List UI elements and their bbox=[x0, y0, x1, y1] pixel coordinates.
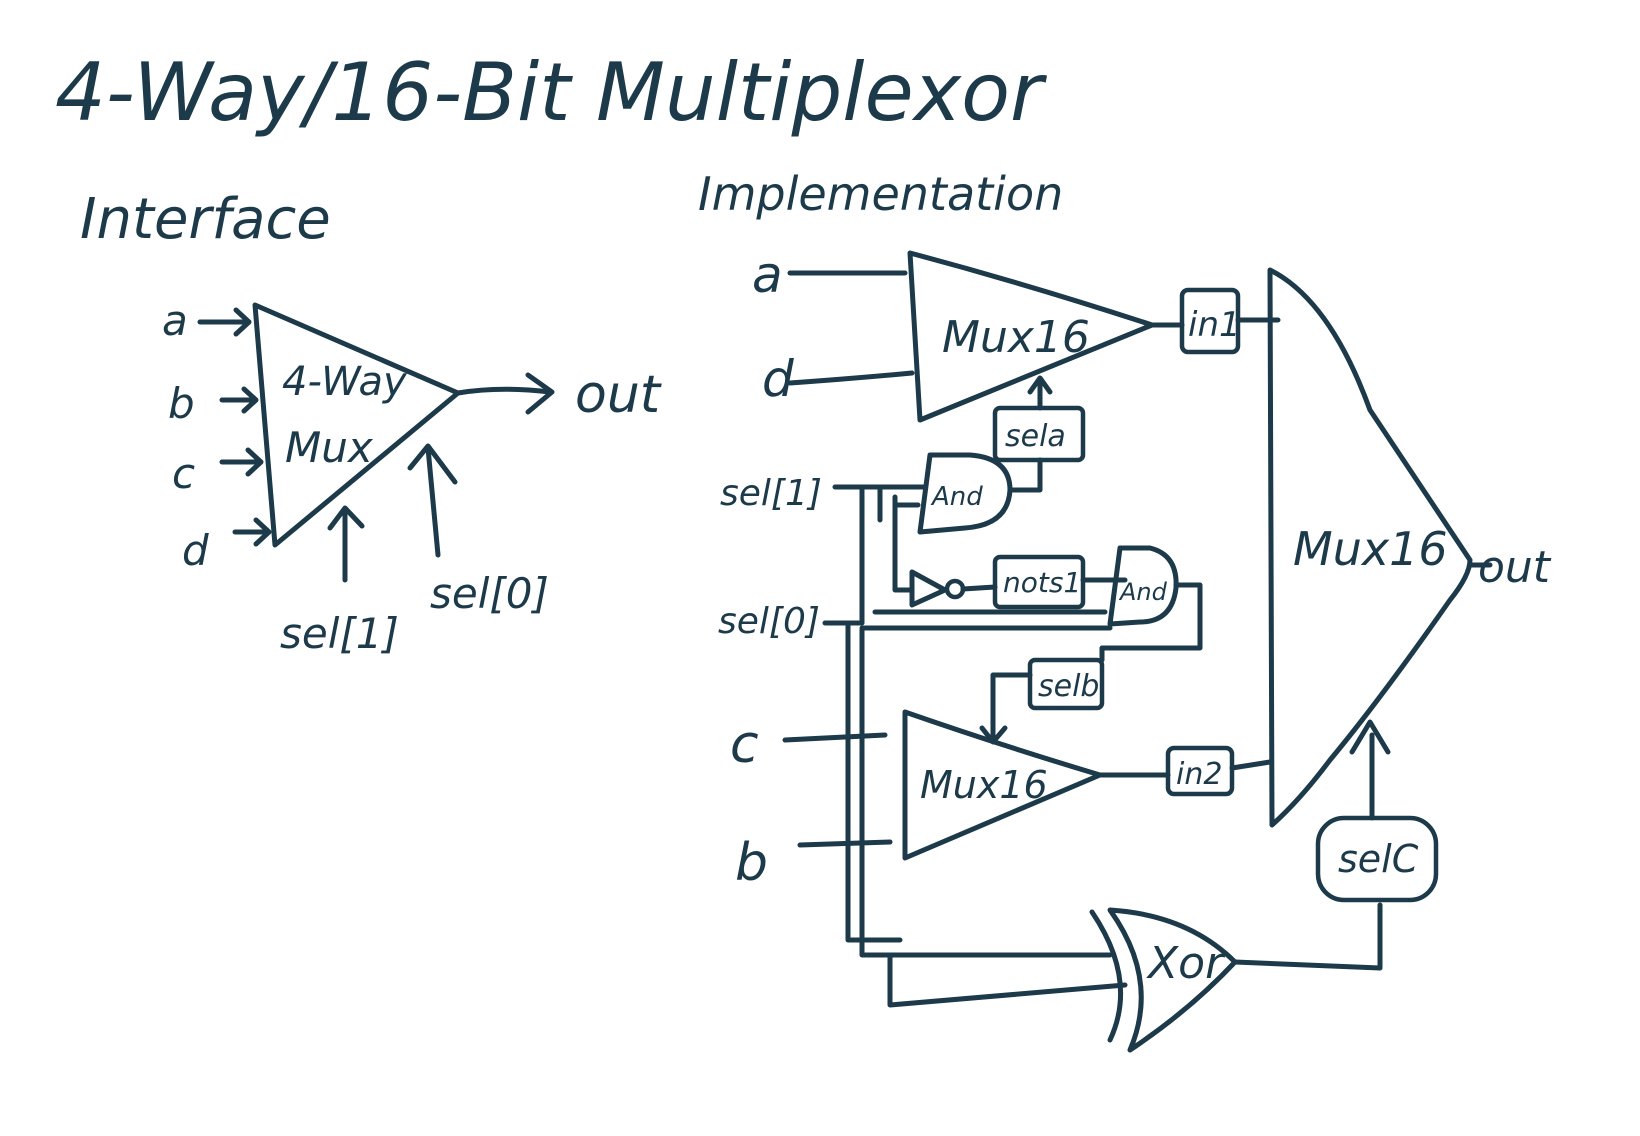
sela-label: sela bbox=[1005, 419, 1066, 454]
impl-input-b: b bbox=[735, 833, 768, 893]
sela-arrow bbox=[1007, 375, 1053, 493]
nots1-label: nots1 bbox=[1003, 566, 1081, 599]
interface-heading: Interface bbox=[80, 187, 331, 252]
selb-box bbox=[1027, 657, 1105, 711]
impl-out-label: out bbox=[1478, 542, 1552, 593]
interface-chip-line1: 4-Way bbox=[282, 359, 408, 405]
interface-sel1-label: sel[1] bbox=[280, 609, 399, 658]
and-top-label: And bbox=[930, 482, 983, 512]
interface-section: Interface out 4-Way Mux a b c d sel[1] s… bbox=[80, 187, 662, 658]
interface-chip-outline bbox=[252, 302, 461, 548]
wire-xor-in bbox=[887, 952, 1128, 1008]
interface-input-c: c bbox=[172, 449, 195, 498]
mux-final-outline bbox=[1267, 267, 1473, 828]
impl-input-d: d bbox=[762, 350, 794, 408]
in1-box bbox=[1179, 287, 1241, 355]
impl-input-c: c bbox=[730, 715, 759, 775]
nots1-box bbox=[992, 554, 1086, 610]
wire-c bbox=[782, 732, 888, 743]
xor-outline bbox=[1089, 907, 1238, 1053]
interface-input-b: b bbox=[168, 379, 195, 428]
interface-input-d: d bbox=[182, 526, 209, 575]
selb-label: selb bbox=[1038, 669, 1099, 704]
out-arrow-icon bbox=[525, 372, 555, 415]
implementation-heading: Implementation bbox=[698, 167, 1063, 221]
not-gate-outline bbox=[909, 569, 948, 608]
in1-label: in1 bbox=[1188, 305, 1241, 345]
selc-arrow bbox=[1349, 719, 1391, 821]
mux-top-label: Mux16 bbox=[942, 312, 1090, 363]
selc-box bbox=[1315, 815, 1439, 903]
xor-label: Xor bbox=[1146, 938, 1226, 989]
and-bottom-outline bbox=[1107, 545, 1179, 627]
interface-sel0-arrow bbox=[407, 443, 458, 558]
wire-xor-out bbox=[1232, 902, 1383, 971]
arrow-right-icon bbox=[232, 517, 272, 547]
mux-bottom-label: Mux16 bbox=[920, 763, 1048, 807]
wire-in2 bbox=[1097, 759, 1273, 778]
wire-sel0 bbox=[822, 487, 1203, 663]
wire-b bbox=[797, 839, 893, 848]
interface-input-a: a bbox=[162, 296, 188, 345]
in2-box bbox=[1165, 745, 1235, 797]
and-top-outline bbox=[917, 452, 1013, 535]
interface-sel0-label: sel[0] bbox=[430, 569, 549, 618]
mux-top-outline bbox=[907, 250, 1155, 423]
arrow-right-icon bbox=[197, 307, 252, 337]
interface-out-wire bbox=[455, 386, 553, 396]
in2-label: in2 bbox=[1176, 757, 1222, 792]
page-title: 4-Way/16-Bit Multiplexor bbox=[55, 46, 1048, 139]
impl-input-sel1: sel[1] bbox=[720, 473, 822, 514]
implementation-section: Implementation a d sel[1] sel[0] c b Mux… bbox=[698, 167, 1552, 1053]
arrow-right-icon bbox=[219, 386, 259, 414]
interface-sel1-arrow bbox=[327, 505, 365, 583]
wire-d bbox=[787, 370, 915, 386]
interface-out-label: out bbox=[575, 365, 662, 425]
interface-chip-line2: Mux bbox=[285, 423, 374, 472]
impl-input-sel0: sel[0] bbox=[718, 601, 820, 642]
wire-sel1 bbox=[832, 484, 928, 593]
arrow-right-icon bbox=[219, 447, 264, 477]
selb-arrow bbox=[979, 672, 1033, 745]
selc-label: selC bbox=[1338, 837, 1419, 881]
mux-final-label: Mux16 bbox=[1293, 522, 1448, 576]
and-bottom-label: And bbox=[1118, 578, 1168, 606]
impl-input-a: a bbox=[752, 246, 783, 304]
